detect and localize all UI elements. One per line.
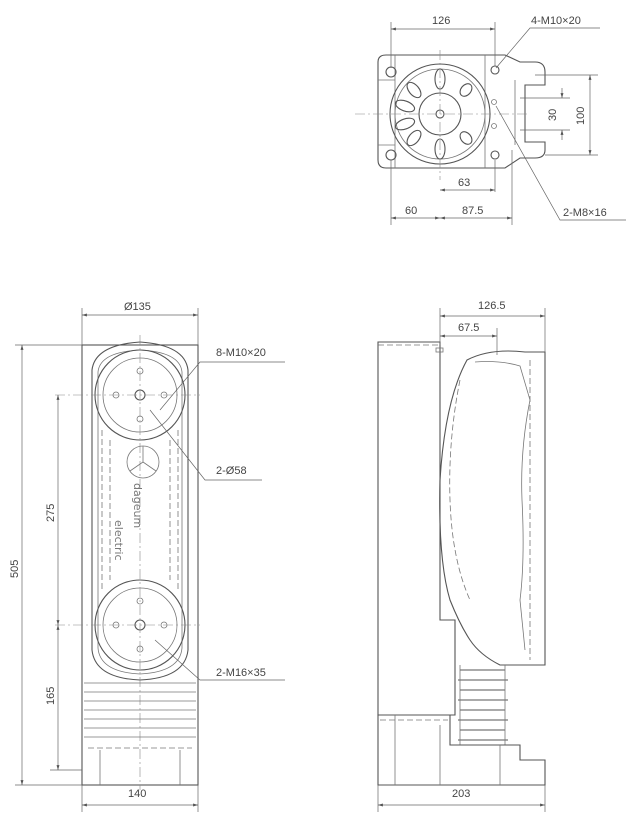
- callout-8-m10x20: 8-M10×20: [216, 347, 266, 359]
- dim-275: 275: [45, 504, 57, 522]
- dim-126-5: 126.5: [478, 300, 506, 312]
- dim-140: 140: [128, 788, 146, 800]
- side-view: 126.5 67.5 203: [377, 300, 546, 812]
- logo: dageum electric: [112, 445, 160, 561]
- bolt-hole: [490, 150, 500, 160]
- dim-63: 63: [458, 177, 470, 189]
- dim-126: 126: [432, 15, 450, 27]
- callout-4-m10x20: 4-M10×20: [531, 15, 581, 27]
- dim-dia135: Ø135: [124, 301, 151, 313]
- callout-2-m8x16: 2-M8×16: [563, 207, 607, 219]
- bolt-hole: [385, 149, 397, 161]
- dim-203: 203: [452, 788, 470, 800]
- dim-505: 505: [9, 560, 21, 578]
- logo-sub: electric: [112, 520, 125, 561]
- callout-2-m16x35: 2-M16×35: [216, 667, 266, 679]
- bolt-hole: [385, 66, 397, 78]
- cooling-ribs: [84, 682, 196, 785]
- logo-brand: dageum: [131, 483, 144, 528]
- front-view: dageum electric Ø135 505 275 165: [9, 301, 285, 812]
- dim-165: 165: [45, 687, 57, 705]
- dim-100: 100: [575, 107, 587, 125]
- top-view: 126 63 60 87.5 30 100 4-M10×20 2-M8×16: [355, 15, 626, 225]
- dim-30: 30: [547, 109, 559, 121]
- bolt-hole: [490, 65, 500, 75]
- dim-60: 60: [405, 205, 417, 217]
- dim-87-5: 87.5: [462, 205, 483, 217]
- dim-67-5: 67.5: [458, 322, 479, 334]
- callout-2-dia58: 2-Ø58: [216, 465, 247, 477]
- bellows: [458, 665, 508, 745]
